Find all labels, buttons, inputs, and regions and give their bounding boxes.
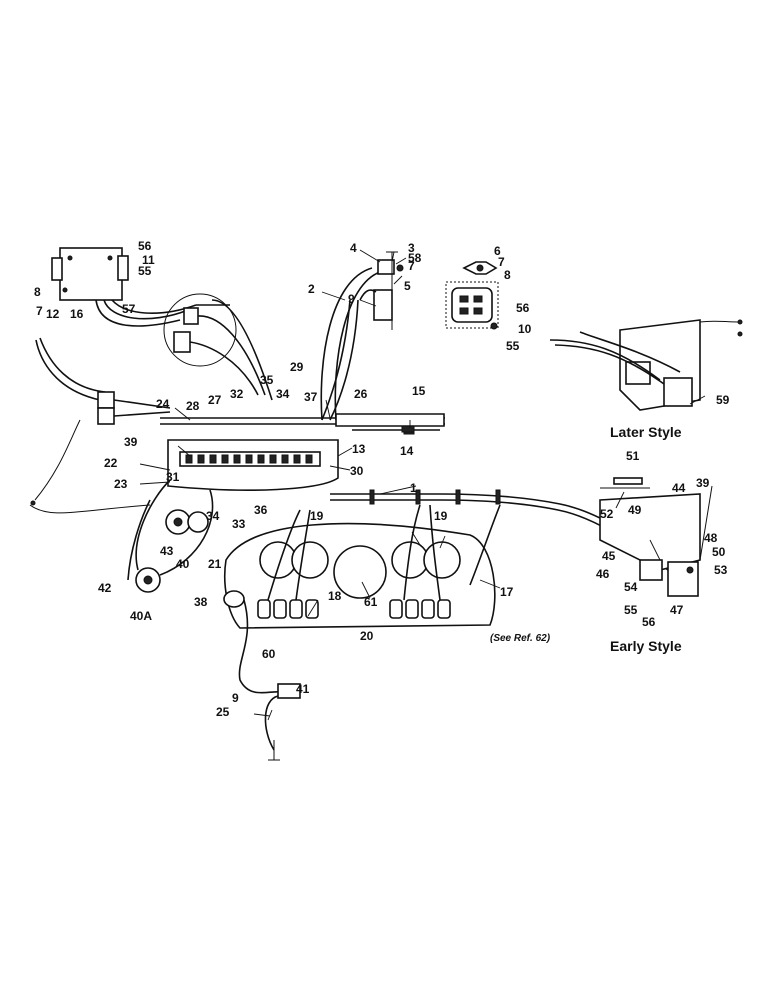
callout-7c: 7 <box>498 255 505 269</box>
callout-58: 58 <box>408 251 422 265</box>
callout-34a: 34 <box>276 387 290 401</box>
callout-4: 4 <box>350 241 357 255</box>
callout-50: 50 <box>712 545 726 559</box>
callout-25: 25 <box>216 705 230 719</box>
callout-38: 38 <box>194 595 208 609</box>
callout-29: 29 <box>290 360 304 374</box>
callout-10: 10 <box>518 322 532 336</box>
upper-switch-harness <box>320 251 404 421</box>
callout-39a: 39 <box>124 435 138 449</box>
connector-detail-circle <box>163 293 273 401</box>
callout-21: 21 <box>208 557 222 571</box>
callout-36: 36 <box>254 503 268 517</box>
callout-37: 37 <box>304 390 318 404</box>
callout-31: 31 <box>166 470 180 484</box>
relay-box-assembly <box>445 281 499 330</box>
callout-56b: 56 <box>516 301 530 315</box>
callout-2: 2 <box>308 282 315 296</box>
callout-7a: 7 <box>36 304 43 318</box>
callout-19b: 19 <box>434 509 448 523</box>
callout-labels: 1 2 3 4 5 6 7 7 7 8 8 9 9 10 11 12 13 14… <box>34 239 730 719</box>
fuse-row <box>185 454 313 464</box>
callout-15: 15 <box>412 384 426 398</box>
callout-19a: 19 <box>310 509 324 523</box>
callout-39b: 39 <box>696 476 710 490</box>
callout-56c: 56 <box>642 615 656 629</box>
callout-8b: 8 <box>504 268 511 282</box>
callout-5: 5 <box>404 279 411 293</box>
callout-20: 20 <box>360 629 374 643</box>
callout-30: 30 <box>350 464 364 478</box>
note-see-ref: (See Ref. 62) <box>490 633 551 644</box>
callout-7b: 7 <box>408 259 415 273</box>
callout-56a: 56 <box>138 239 152 253</box>
callout-14: 14 <box>400 444 414 458</box>
callout-12: 12 <box>46 307 60 321</box>
callout-55c: 55 <box>624 603 638 617</box>
callout-46: 46 <box>596 567 610 581</box>
callout-60: 60 <box>262 647 276 661</box>
callout-55b: 55 <box>506 339 520 353</box>
instrument-cluster <box>223 504 501 629</box>
callout-45: 45 <box>602 549 616 563</box>
callout-41: 41 <box>296 682 310 696</box>
callout-52: 52 <box>600 507 614 521</box>
callout-57: 57 <box>122 302 136 316</box>
callout-35: 35 <box>260 373 274 387</box>
callout-44: 44 <box>672 481 686 495</box>
callout-40a: 40A <box>130 609 152 623</box>
callout-27: 27 <box>208 393 222 407</box>
callout-17: 17 <box>500 585 514 599</box>
callout-26: 26 <box>354 387 368 401</box>
callout-49: 49 <box>628 503 642 517</box>
callout-16: 16 <box>70 307 84 321</box>
callout-1: 1 <box>410 481 417 495</box>
control-box-assembly <box>51 247 197 327</box>
caption-later-style: Later Style <box>610 424 682 440</box>
callout-28: 28 <box>186 399 200 413</box>
early-style-assembly <box>599 477 713 597</box>
later-style-assembly <box>549 319 743 411</box>
switch-cluster-40 <box>127 479 214 593</box>
callout-51: 51 <box>626 449 640 463</box>
left-connector-bundle <box>29 337 171 514</box>
callout-34b: 34 <box>206 509 220 523</box>
callout-59: 59 <box>716 393 730 407</box>
callout-55a: 55 <box>138 264 152 278</box>
lamp-and-connector-cable <box>223 590 301 761</box>
small-switch-assembly <box>462 261 498 275</box>
callout-61: 61 <box>364 595 378 609</box>
callout-23: 23 <box>114 477 128 491</box>
callout-13: 13 <box>352 442 366 456</box>
harness-panel-bar <box>160 299 445 491</box>
callout-11: 11 <box>142 253 155 267</box>
callout-47: 47 <box>670 603 684 617</box>
callout-33: 33 <box>232 517 246 531</box>
callout-42: 42 <box>98 581 112 595</box>
callout-54: 54 <box>624 580 638 594</box>
callout-22: 22 <box>104 456 118 470</box>
callout-3: 3 <box>408 241 415 255</box>
callout-40: 40 <box>176 557 190 571</box>
callout-53: 53 <box>714 563 728 577</box>
caption-early-style: Early Style <box>610 638 682 654</box>
callout-43: 43 <box>160 544 174 558</box>
callout-6: 6 <box>494 244 501 258</box>
callout-48: 48 <box>704 531 718 545</box>
callout-18: 18 <box>328 589 342 603</box>
callout-9b: 9 <box>232 691 239 705</box>
callout-9a: 9 <box>348 292 355 306</box>
leader-lines <box>139 249 706 721</box>
panel-bracket <box>335 413 445 433</box>
callout-32: 32 <box>230 387 244 401</box>
callout-24: 24 <box>156 397 170 411</box>
callout-8a: 8 <box>34 285 41 299</box>
warning-lights-right <box>389 599 451 619</box>
